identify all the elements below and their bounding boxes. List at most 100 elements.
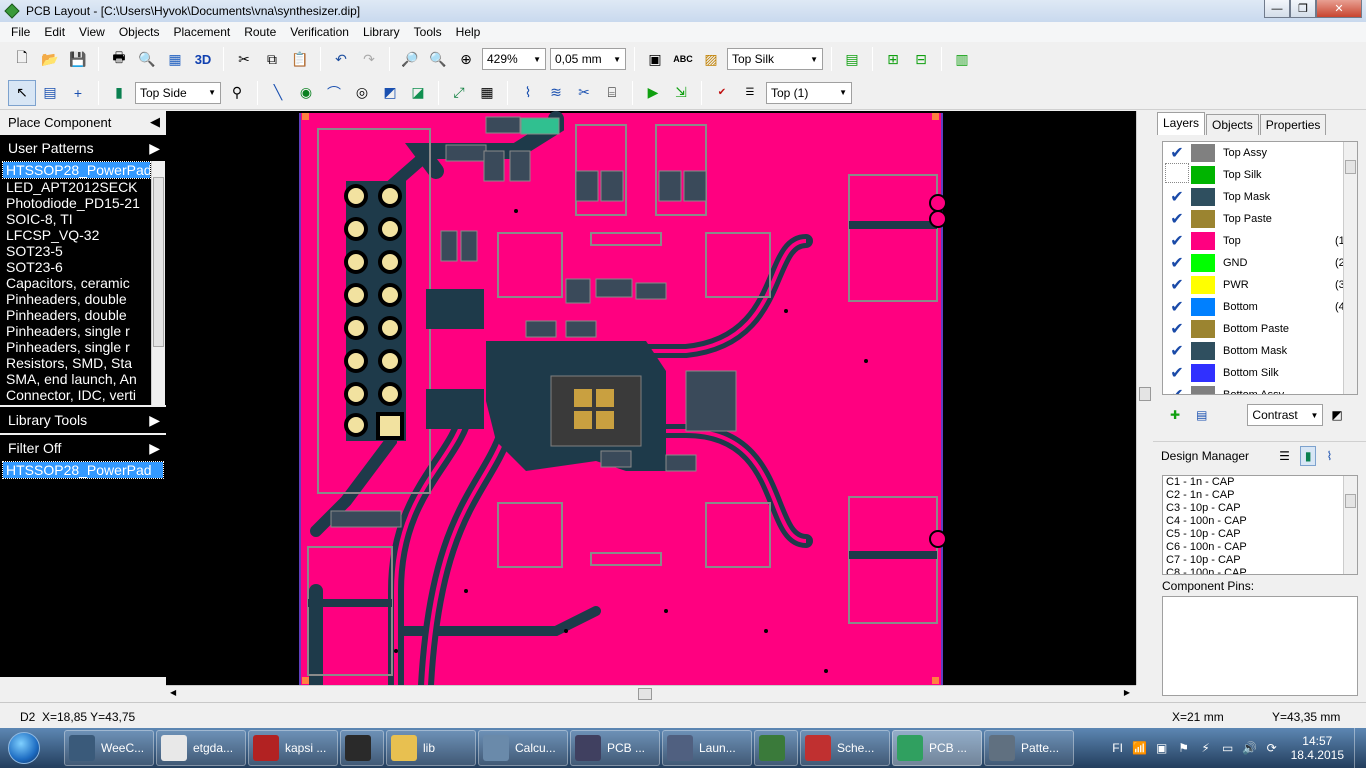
drc-icon[interactable]: ✔ xyxy=(717,87,727,98)
layer-color-swatch[interactable] xyxy=(1191,254,1215,272)
layer-settings-icon[interactable]: ▤ xyxy=(1196,408,1208,422)
canvas-vertical-scrollbar[interactable] xyxy=(1136,111,1153,685)
update-netlist-icon[interactable]: ⊟ xyxy=(915,50,927,67)
via-icon[interactable]: ◎ xyxy=(355,84,369,100)
grid-select[interactable]: 0,05 mm▼ xyxy=(550,48,626,70)
menu-library[interactable]: Library xyxy=(362,25,400,39)
layer-row[interactable]: ✔Top Paste xyxy=(1163,208,1357,230)
list-item[interactable]: Photodiode_PD15-21 xyxy=(6,195,140,211)
dimension-icon[interactable]: ⤢ xyxy=(453,84,465,100)
component-item[interactable]: C6 - 100n - CAP xyxy=(1166,541,1247,553)
filtered-list[interactable]: HTSSOP28_PowerPad xyxy=(0,461,166,677)
list-item[interactable]: HTSSOP28_PowerPad xyxy=(2,161,151,179)
layer-color-swatch[interactable] xyxy=(1191,364,1215,382)
list-item[interactable]: LED_APT2012SECK xyxy=(6,179,138,195)
power-icon[interactable]: ⚡ xyxy=(1201,741,1210,755)
layer-row[interactable]: ✔Bottom Mask xyxy=(1163,340,1357,362)
layer-options-icon[interactable]: ◩ xyxy=(1331,408,1343,422)
taskbar-item[interactable] xyxy=(340,730,384,766)
polygon-icon[interactable]: ◩ xyxy=(383,84,397,100)
component-pins-list[interactable] xyxy=(1162,596,1358,696)
component-item[interactable]: C8 - 100n - CAP xyxy=(1166,567,1247,575)
menu-view[interactable]: View xyxy=(79,25,105,39)
autoroute-options-icon[interactable]: ⇲ xyxy=(675,84,687,100)
picture-icon[interactable]: ▨ xyxy=(704,50,718,67)
component-item[interactable]: C2 - 1n - CAP xyxy=(1166,489,1235,501)
zoom-out-icon[interactable]: 🔍 xyxy=(429,50,447,67)
volume-icon[interactable]: 🔊 xyxy=(1242,741,1258,755)
list-item[interactable]: SOIC-8, TI xyxy=(6,211,73,227)
menu-help[interactable]: Help xyxy=(455,25,481,39)
print-preview-icon[interactable]: 🔍 xyxy=(138,50,156,67)
design-manager-components-icon[interactable]: ▮ xyxy=(1299,445,1317,466)
redo-icon[interactable]: ↷ xyxy=(363,50,375,67)
list-item[interactable]: LED_0603_Kingbright xyxy=(0,403,166,405)
show-desktop-button[interactable] xyxy=(1354,728,1366,768)
monitor-icon[interactable]: ▭ xyxy=(1221,741,1234,755)
taskbar-item[interactable]: Laun... xyxy=(662,730,752,766)
drc-settings-icon[interactable]: ☰ xyxy=(745,87,755,98)
list-item[interactable]: Pinheaders, single r xyxy=(6,339,130,355)
menu-verification[interactable]: Verification xyxy=(290,25,349,39)
component-item[interactable]: C4 - 100n - CAP xyxy=(1166,515,1247,527)
contrast-select[interactable]: Contrast▼ xyxy=(1247,404,1324,426)
netlist-icon[interactable]: ⊞ xyxy=(887,50,899,67)
layer-visibility-checkbox[interactable]: ✔ xyxy=(1170,365,1184,382)
layer-visibility-checkbox[interactable]: ✔ xyxy=(1163,385,1191,394)
taskbar-item[interactable]: Patte... xyxy=(984,730,1074,766)
taskbar-item[interactable]: PCB ... xyxy=(570,730,660,766)
layer-color-swatch[interactable] xyxy=(1191,342,1215,360)
line-icon[interactable]: ╲ xyxy=(273,84,283,100)
layer-row[interactable]: ✔Bottom Paste xyxy=(1163,318,1357,340)
component-green-icon[interactable]: ▤ xyxy=(845,50,859,67)
taskbar-item[interactable]: WeeC... xyxy=(64,730,154,766)
layer-visibility-checkbox[interactable]: ✔ xyxy=(1170,211,1184,228)
design-manager-list-icon[interactable]: ☰ xyxy=(1279,448,1290,463)
layer-color-swatch[interactable] xyxy=(1191,298,1215,316)
layer-visibility-checkbox[interactable]: ✔ xyxy=(1170,189,1184,206)
pad-icon[interactable]: ◉ xyxy=(299,84,313,100)
route-icon[interactable]: ⌇ xyxy=(524,84,532,100)
teardrop-icon[interactable]: ⌸ xyxy=(607,84,617,100)
pattern-list-scrollbar[interactable] xyxy=(151,161,165,405)
layer-visibility-checkbox[interactable]: ✔ xyxy=(1170,277,1184,294)
tab-properties[interactable]: Properties xyxy=(1259,114,1327,135)
layer-row[interactable]: ✔PWR(3) xyxy=(1163,274,1357,296)
open-folder-icon[interactable]: 📂 xyxy=(41,50,59,67)
component-item[interactable]: C1 - 1n - CAP xyxy=(1166,476,1235,488)
menu-tools[interactable]: Tools xyxy=(413,25,442,39)
list-item[interactable]: SMA, end launch, An xyxy=(6,371,137,387)
component-list-scrollbar[interactable] xyxy=(1343,476,1357,574)
list-item[interactable]: Pinheaders, double xyxy=(6,291,127,307)
taskbar-item[interactable]: PCB ... xyxy=(892,730,982,766)
library-tools-header[interactable]: Library Tools▶ xyxy=(0,407,166,433)
layer-visibility-checkbox[interactable] xyxy=(1163,163,1191,188)
arc-icon[interactable]: ⌒ xyxy=(327,84,341,101)
component-item[interactable]: C3 - 10p - CAP xyxy=(1166,502,1241,514)
taskbar-item[interactable]: kapsi ... xyxy=(248,730,338,766)
layer-color-swatch[interactable] xyxy=(1191,210,1215,228)
layer-color-swatch[interactable] xyxy=(1191,320,1215,338)
close-button[interactable]: ✕ xyxy=(1316,0,1362,18)
crosshair-icon[interactable]: + xyxy=(73,84,83,101)
maximize-button[interactable]: ❐ xyxy=(1290,0,1316,18)
component-item[interactable]: C5 - 10p - CAP xyxy=(1166,528,1241,540)
user-patterns-header[interactable]: User Patterns▶ xyxy=(0,135,166,161)
layer-select[interactable]: Top Silk▼ xyxy=(727,48,823,70)
undo-icon[interactable]: ↶ xyxy=(335,50,347,67)
minimize-button[interactable]: — xyxy=(1264,0,1290,18)
list-item[interactable]: Pinheaders, single r xyxy=(6,323,130,339)
language-indicator[interactable]: FI xyxy=(1112,741,1123,755)
list-item[interactable]: Connector, IDC, verti xyxy=(6,387,136,403)
print-icon[interactable]: 🖶 xyxy=(112,49,126,65)
taskbar-item[interactable]: Sche... xyxy=(800,730,890,766)
zoom-in-icon[interactable]: 🔎 xyxy=(401,50,419,67)
zoom-fit-icon[interactable]: ⊕ xyxy=(460,50,472,67)
pcb-canvas[interactable] xyxy=(166,111,1136,685)
layer-color-swatch[interactable] xyxy=(1191,386,1215,394)
menu-file[interactable]: File xyxy=(11,25,31,39)
layer-row[interactable]: Top Silk xyxy=(1163,164,1357,186)
layer-list-scrollbar[interactable] xyxy=(1343,142,1357,394)
